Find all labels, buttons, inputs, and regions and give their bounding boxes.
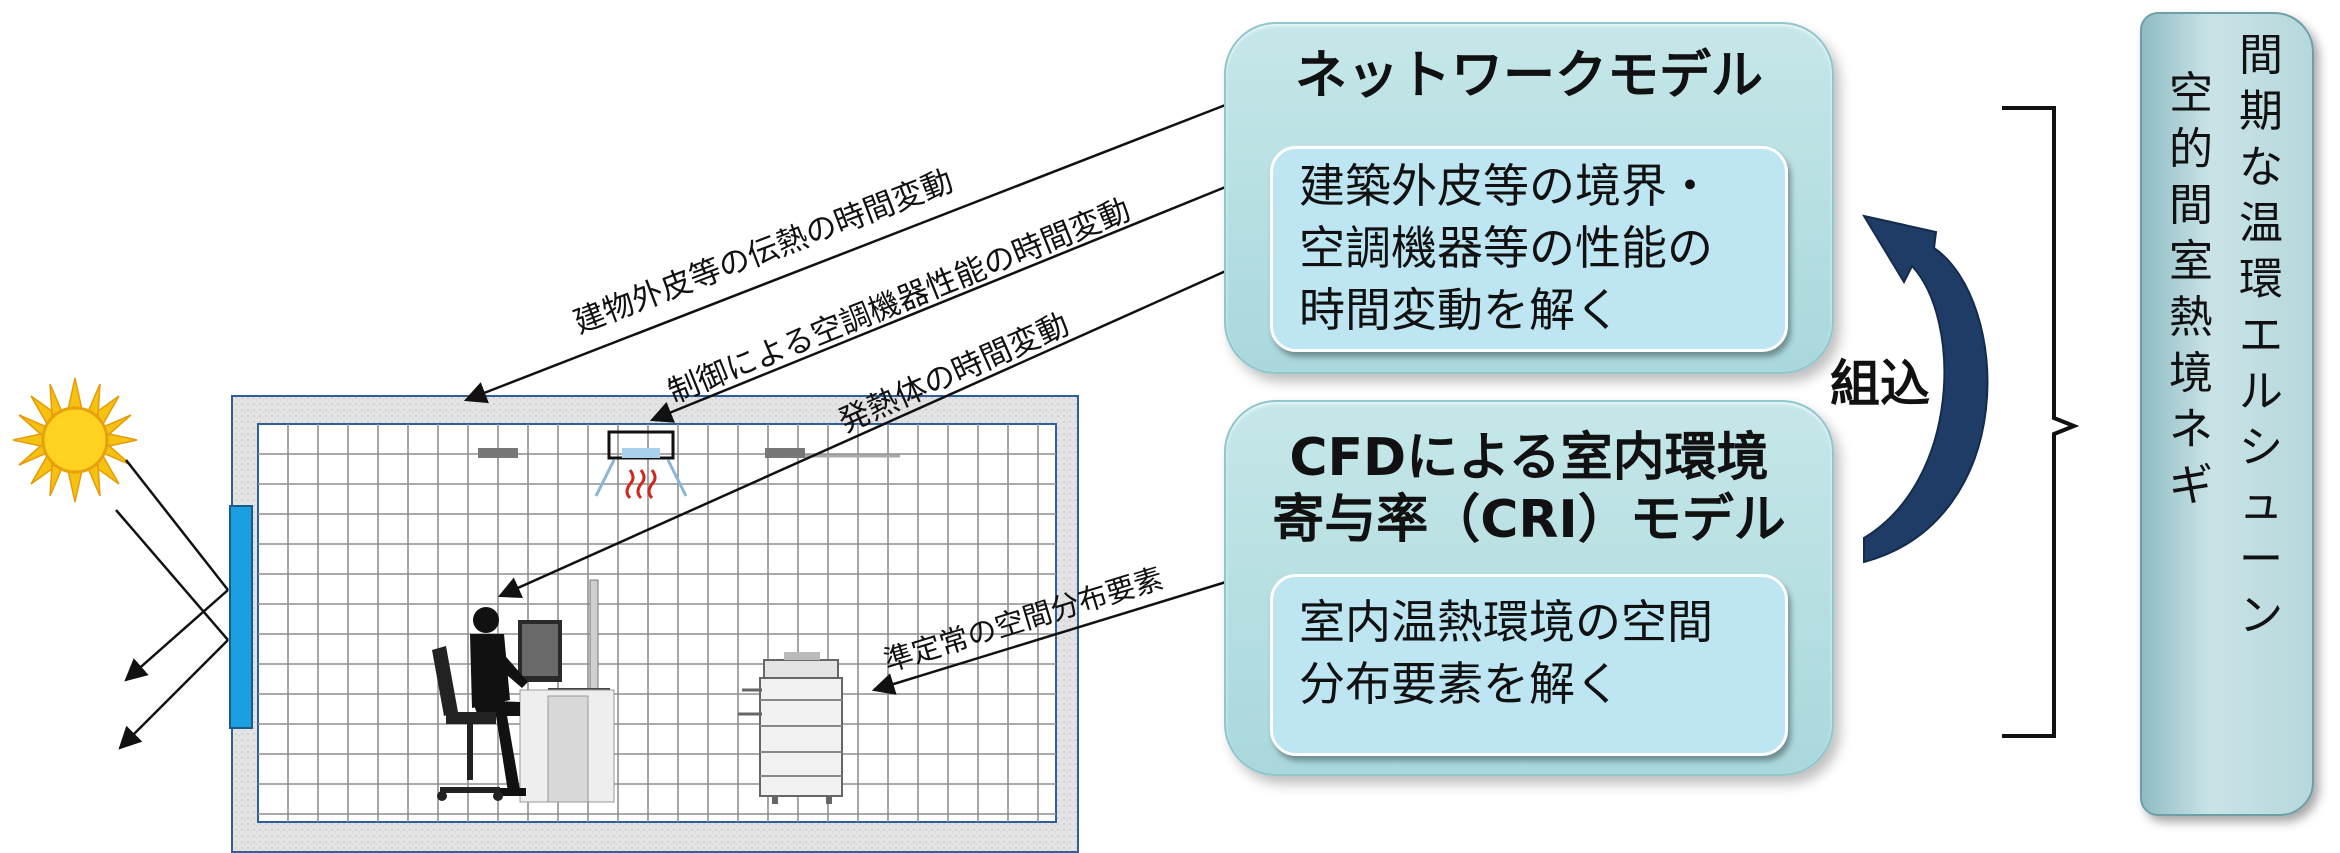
- curly-bracket: [2002, 106, 2080, 738]
- scroll-char: 境: [2169, 348, 2213, 399]
- scroll-char: 温: [2239, 198, 2283, 249]
- scroll-char: ル: [2239, 366, 2283, 417]
- copier: [738, 652, 843, 804]
- air-conditioner: [594, 430, 688, 500]
- scroll-char: エ: [2239, 310, 2283, 361]
- scroll-char: ネ: [2169, 404, 2213, 455]
- scroll-char: ギ: [2169, 460, 2213, 511]
- scroll-left-chars: 空的間室熱境ネギ: [2164, 66, 2218, 514]
- scroll-left-column: 空的間室熱境ネギ: [2164, 66, 2218, 514]
- scroll-char: ュ: [2239, 478, 2283, 529]
- scroll-char: ン: [2239, 590, 2283, 641]
- influence-arrows: [463, 102, 1229, 695]
- scroll-char: シ: [2239, 422, 2283, 473]
- scroll-char: な: [2239, 142, 2283, 193]
- scroll-char: ー: [2239, 534, 2283, 585]
- cfd-model-title-line2: 寄与率（CRI）モデル: [1272, 490, 1786, 550]
- window: [229, 505, 253, 729]
- network-model-title: ネットワークモデル: [1294, 46, 1763, 106]
- network-model-description: 建築外皮等の境界・ 空調機器等の性能の 時間変動を解く: [1299, 159, 1713, 337]
- scroll-char: 環: [2239, 254, 2283, 305]
- scroll-char: 熱: [2169, 292, 2213, 343]
- integration-label: 組込: [1830, 355, 1930, 413]
- cfd-model-description-box: 室内温熱環境の空間 分布要素を解く: [1270, 574, 1788, 756]
- scroll-char: 的: [2169, 124, 2213, 175]
- solar-rays: [115, 459, 229, 750]
- cfd-model-box: CFDによる室内環境 寄与率（CRI）モデル 室内温熱環境の空間 分布要素を解く: [1224, 400, 1834, 776]
- scroll-char: 間: [2169, 180, 2213, 231]
- cfd-model-title-line1: CFDによる室内環境: [1289, 428, 1769, 488]
- integration-arrow: [1861, 214, 1989, 564]
- network-model-box: ネットワークモデル 建築外皮等の境界・ 空調機器等の性能の 時間変動を解く: [1224, 22, 1834, 374]
- network-model-description-box: 建築外皮等の境界・ 空調機器等の性能の 時間変動を解く: [1270, 146, 1788, 352]
- goal-scroll: 間 期な温環エルシューン 空的間室熱境ネギ: [2140, 12, 2314, 816]
- scroll-char: 期: [2239, 86, 2283, 137]
- sun-icon: [12, 377, 138, 503]
- cfd-model-description: 室内温熱環境の空間 分布要素を解く: [1299, 595, 1713, 711]
- person-at-desk: [432, 579, 615, 803]
- scroll-char: 室: [2169, 236, 2213, 287]
- ceiling-lights: [478, 448, 900, 458]
- scroll-char: 空: [2169, 68, 2213, 119]
- scroll-right-chars: 期な温環エルシューン: [2234, 84, 2288, 644]
- scroll-right-column: 間 期な温環エルシューン: [2234, 28, 2288, 644]
